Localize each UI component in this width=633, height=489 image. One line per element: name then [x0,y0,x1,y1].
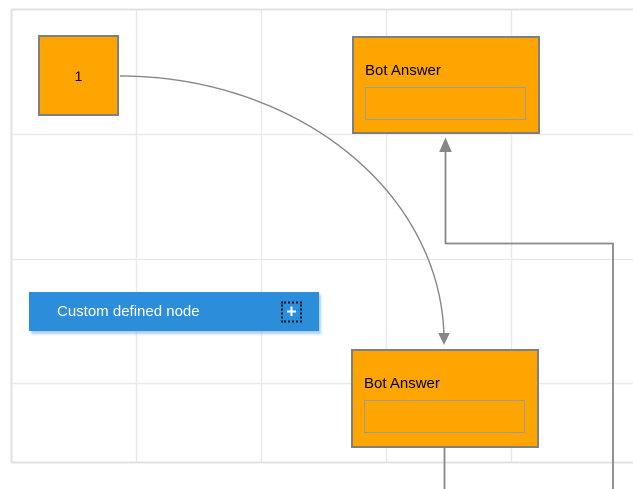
arrowhead-up-icon [439,137,452,152]
connector-curved[interactable] [119,75,450,345]
bot-answer-title: Bot Answer [365,62,441,79]
bot-answer-node-bottom[interactable]: Bot Answer [351,349,539,448]
bot-answer-node-top[interactable]: Bot Answer [352,36,540,134]
connector-orthogonal[interactable] [439,137,614,489]
plus-icon[interactable]: + [281,301,302,322]
grid-border [10,8,633,464]
custom-node-label: Custom defined node [57,303,200,320]
answer-input-box[interactable] [365,87,526,120]
arrowhead-down-icon [438,333,450,345]
connector-curved-line[interactable] [119,75,445,338]
bot-answer-title: Bot Answer [364,375,440,392]
custom-defined-node[interactable]: Custom defined node + [29,292,319,331]
answer-input-box[interactable] [364,400,525,433]
start-node[interactable]: 1 [38,35,119,116]
start-node-label: 1 [74,67,83,84]
connector-orthogonal-line[interactable] [444,151,614,489]
